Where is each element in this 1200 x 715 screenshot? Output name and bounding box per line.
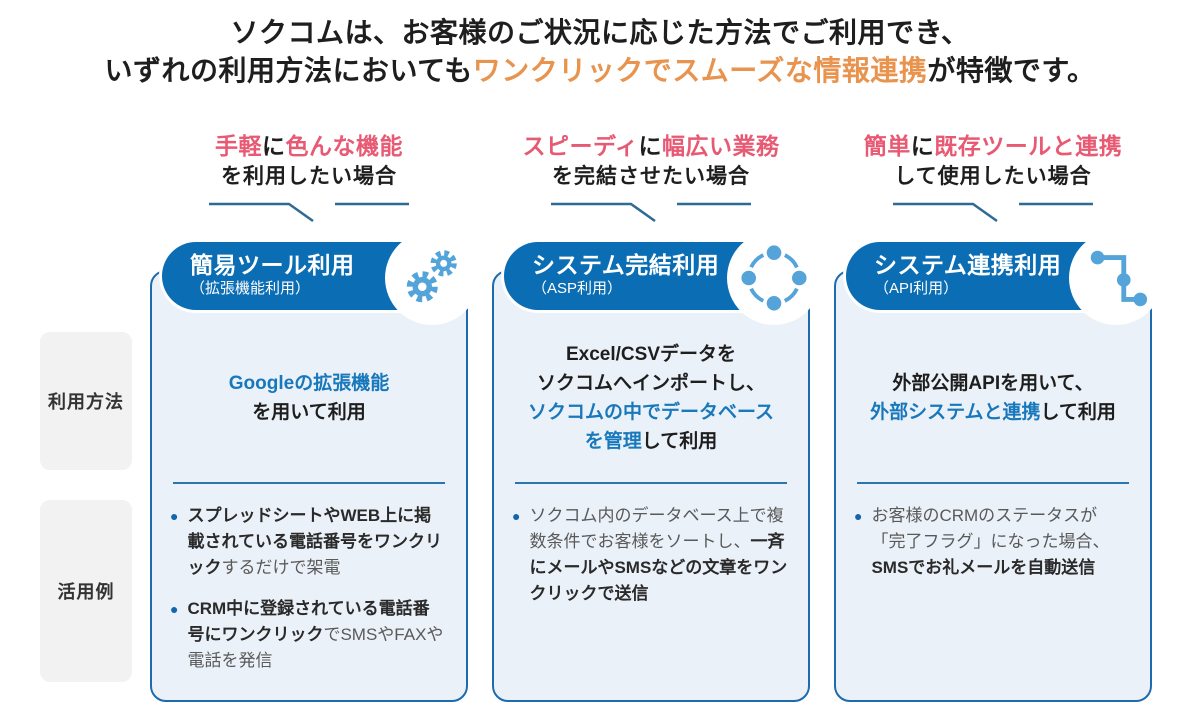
title-line2: いずれの利用方法においてもワンクリックでスムーズな情報連携が特徴です。 (0, 52, 1200, 90)
usage-line: Googleの拡張機能 (152, 369, 466, 398)
usage-examples: ● お客様のCRMのステータスが「完了フラグ」になった場合、 SMSでお礼メールを自… (836, 484, 1150, 581)
text-segment: を管理 (584, 431, 642, 452)
title-line2-prefix: いずれの利用方法においても (104, 55, 473, 86)
pill-subtitle: （API利用） (874, 280, 959, 297)
bullet-dot-icon: ● (512, 508, 521, 524)
usage-method-text: Googleの拡張機能を用いて利用 (152, 314, 466, 482)
example-text: ソクコム内のデータベース上で複数条件でお客様をソートし、一斉にメールやSMSなど… (529, 503, 788, 607)
text-segment: ソクコムの中でデータベース (527, 402, 775, 423)
column-header-line1: 手軽に色んな機能 (150, 130, 468, 162)
text-segment: ソクコム内のデータベース上で複数条件でお客様をソートし、 (529, 506, 784, 551)
pointer-bracket (893, 202, 1093, 223)
pill-subtitle: （ASP利用） (532, 280, 623, 297)
section-divider (857, 482, 1129, 484)
text-segment: に (910, 133, 935, 159)
title-line2-highlight: ワンクリックでスムーズな情報連携 (472, 55, 928, 86)
text-segment: スピーディ (522, 133, 639, 159)
text-segment: するだけで架電 (221, 558, 341, 577)
pointer-bracket (209, 202, 409, 223)
bullet-dot-icon: ● (854, 508, 863, 524)
bullet-dot-icon: ● (170, 601, 179, 617)
text-segment: 既存ツールと連携 (934, 133, 1123, 159)
pill-title: システム連携利用 (874, 252, 1062, 278)
sync-icon (741, 245, 807, 311)
usage-line: ソクコムへインポートし、 (494, 369, 808, 398)
method-card: Excel/CSVデータをソクコムへインポートし、ソクコムの中でデータベースを管… (492, 270, 810, 702)
method-column: スピーディに幅広い業務 を完結させたい場合 Excel/CSVデータをソクコムへ… (492, 130, 821, 702)
pill-title: システム完結利用 (532, 252, 720, 278)
text-segment: 色んな機能 (285, 133, 403, 159)
row-label-usage: 利用方法 (40, 332, 132, 470)
bullet-dot-icon: ● (170, 508, 179, 524)
example-item: ● ソクコム内のデータベース上で複数条件でお客様をソートし、一斉にメールやSMSな… (512, 503, 788, 607)
row-label-examples-text: 活用例 (57, 582, 115, 602)
text-segment: スプレッドシートやWEB上に掲載されている電話番号をワンクリック (187, 506, 442, 577)
usage-line: 外部システムと連携して利用 (836, 398, 1150, 427)
row-label-examples: 活用例 (40, 500, 132, 682)
text-segment: Excel/CSVデータを (566, 344, 736, 365)
text-segment: して利用 (641, 431, 718, 452)
text-segment: を用いて利用 (252, 402, 366, 423)
text-segment: CRM中に登録されている電話番号にワンクリック (187, 599, 430, 644)
method-card: 外部公開APIを用いて、外部システムと連携して利用 ● お客様のCRMのステータス… (834, 270, 1152, 702)
column-header-line2: を完結させたい場合 (552, 165, 750, 188)
text-segment: 手軽 (215, 133, 262, 159)
section-divider (515, 482, 787, 484)
text-segment: して利用 (1040, 402, 1116, 423)
text-segment: 一斉にメールやSMSなどの文章をワンクリックで送信 (529, 532, 788, 603)
usage-examples: ● ソクコム内のデータベース上で複数条件でお客様をソートし、一斉にメールやSMSな… (494, 484, 808, 607)
method-card: Googleの拡張機能を用いて利用 ● スプレッドシートやWEB上に掲載されている… (150, 270, 468, 702)
example-text: スプレッドシートやWEB上に掲載されている電話番号をワンクリックするだけで架電 (187, 503, 446, 581)
method-icon-circle (385, 231, 479, 325)
text-segment: 外部システムと連携 (870, 402, 1041, 423)
usage-method-text: 外部公開APIを用いて、外部システムと連携して利用 (836, 314, 1150, 482)
method-column: 手軽に色んな機能 を利用したい場合 Googleの拡張機能を用いて利用 ● スプレ… (150, 130, 479, 702)
row-label-usage-text: 利用方法 (48, 392, 124, 412)
method-icon-circle (727, 231, 821, 325)
example-item: ● CRM中に登録されている電話番号にワンクリックでSMSやFAXや電話を発信 (170, 596, 446, 674)
title-line1-text: ソクコムは、お客様のご状況に応じた方法でご利用でき、 (230, 17, 970, 48)
text-segment: に (262, 133, 286, 159)
text-segment: 外部公開APIを用いて、 (892, 373, 1094, 394)
text-segment: ソクコムへインポートし、 (536, 373, 765, 394)
api-icon (1090, 250, 1148, 307)
title-line1: ソクコムは、お客様のご状況に応じた方法でご利用でき、 (0, 14, 1200, 52)
method-column: 簡単に既存ツールと連携 して使用したい場合 外部公開APIを用いて、外部システム… (834, 130, 1163, 702)
example-item: ● スプレッドシートやWEB上に掲載されている電話番号をワンクリックするだけで架電 (170, 503, 446, 581)
example-text: お客様のCRMのステータスが「完了フラグ」になった場合、 SMSでお礼メールを自動… (871, 503, 1130, 581)
method-icon-circle (1069, 231, 1163, 325)
usage-examples: ● スプレッドシートやWEB上に掲載されている電話番号をワンクリックするだけで架電… (152, 484, 466, 674)
gears-icon (406, 250, 457, 303)
pointer-bracket (551, 202, 751, 223)
usage-line: を用いて利用 (152, 398, 466, 427)
text-segment: SMSでお礼メールを自動送信 (871, 558, 1096, 577)
pill-subtitle: （拡張機能利用） (190, 280, 311, 297)
text-segment: お客様のCRMのステータスが「完了フラグ」になった場合、 (871, 506, 1110, 551)
text-segment: 簡単 (863, 133, 911, 159)
column-header-line1: スピーディに幅広い業務 (492, 130, 810, 162)
column-header-line2: して使用したい場合 (894, 165, 1092, 188)
example-text: CRM中に登録されている電話番号にワンクリックでSMSやFAXや電話を発信 (187, 596, 446, 674)
column-header-line2: を利用したい場合 (221, 165, 397, 188)
page-title: ソクコムは、お客様のご状況に応じた方法でご利用でき、 いずれの利用方法においても… (0, 14, 1200, 90)
usage-method-text: Excel/CSVデータをソクコムへインポートし、ソクコムの中でデータベースを管… (494, 314, 808, 482)
pill-title: 簡易ツール利用 (190, 252, 355, 278)
text-segment: に (638, 133, 662, 159)
usage-line: を管理して利用 (494, 427, 808, 456)
text-segment: でSMSやFAXや電話を発信 (187, 625, 444, 670)
title-line2-suffix: が特徴です。 (927, 55, 1096, 86)
text-segment: 幅広い業務 (661, 133, 780, 159)
example-item: ● お客様のCRMのステータスが「完了フラグ」になった場合、 SMSでお礼メールを自… (854, 503, 1130, 581)
usage-line: 外部公開APIを用いて、 (836, 369, 1150, 398)
usage-line: Excel/CSVデータを (494, 340, 808, 369)
text-segment: Googleの拡張機能 (228, 373, 390, 394)
usage-line: ソクコムの中でデータベース (494, 398, 808, 427)
column-header-line1: 簡単に既存ツールと連携 (834, 130, 1152, 162)
section-divider (173, 482, 445, 484)
